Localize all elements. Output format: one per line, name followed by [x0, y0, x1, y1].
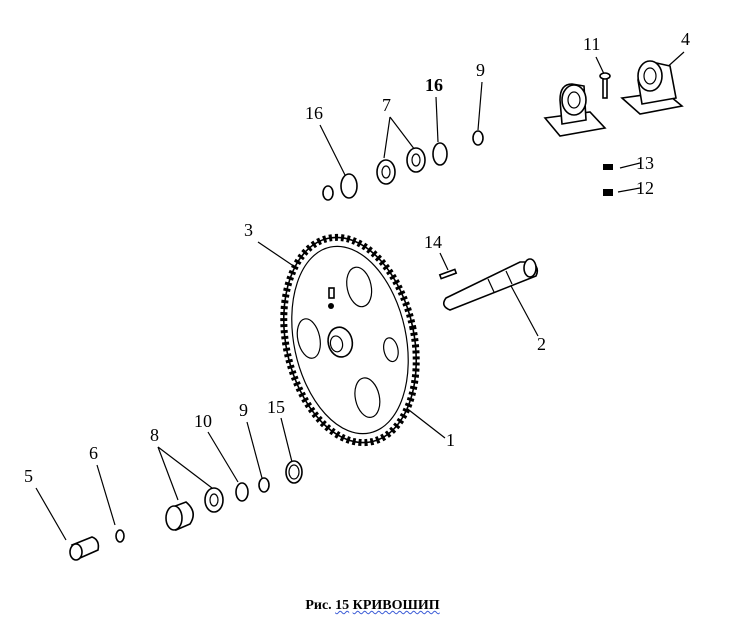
label-1: 1	[446, 430, 455, 450]
bracket-parts-4	[543, 60, 684, 196]
lower-parts	[69, 460, 303, 561]
shaft-part-2	[442, 258, 539, 311]
caption-number: 15	[335, 598, 350, 613]
screw-part-3	[328, 287, 335, 309]
label-3: 3	[244, 220, 253, 240]
label-10: 10	[194, 411, 212, 431]
label-16-right: 16	[425, 75, 443, 95]
label-2: 2	[537, 334, 546, 354]
label-9-bottom: 9	[239, 400, 248, 420]
label-6: 6	[89, 443, 98, 463]
caption-prefix: Рис.	[305, 598, 332, 613]
label-14: 14	[424, 232, 442, 252]
key-part-14	[438, 268, 458, 280]
leader-lines	[35, 51, 685, 541]
label-13: 13	[636, 153, 654, 173]
caption-title: КРИВОШИП	[352, 598, 440, 613]
gear-part-1	[280, 233, 420, 447]
label-8: 8	[150, 425, 159, 445]
label-15: 15	[267, 397, 285, 417]
label-16-left: 16	[305, 103, 323, 123]
upper-bearings	[322, 130, 484, 201]
label-5: 5	[24, 466, 33, 486]
label-4: 4	[681, 29, 690, 49]
figure-caption: Рис. 15 КРИВОШИП	[0, 598, 745, 614]
label-9-top: 9	[476, 60, 485, 80]
label-12: 12	[636, 178, 654, 198]
label-7: 7	[382, 95, 391, 115]
label-11: 11	[583, 34, 600, 54]
